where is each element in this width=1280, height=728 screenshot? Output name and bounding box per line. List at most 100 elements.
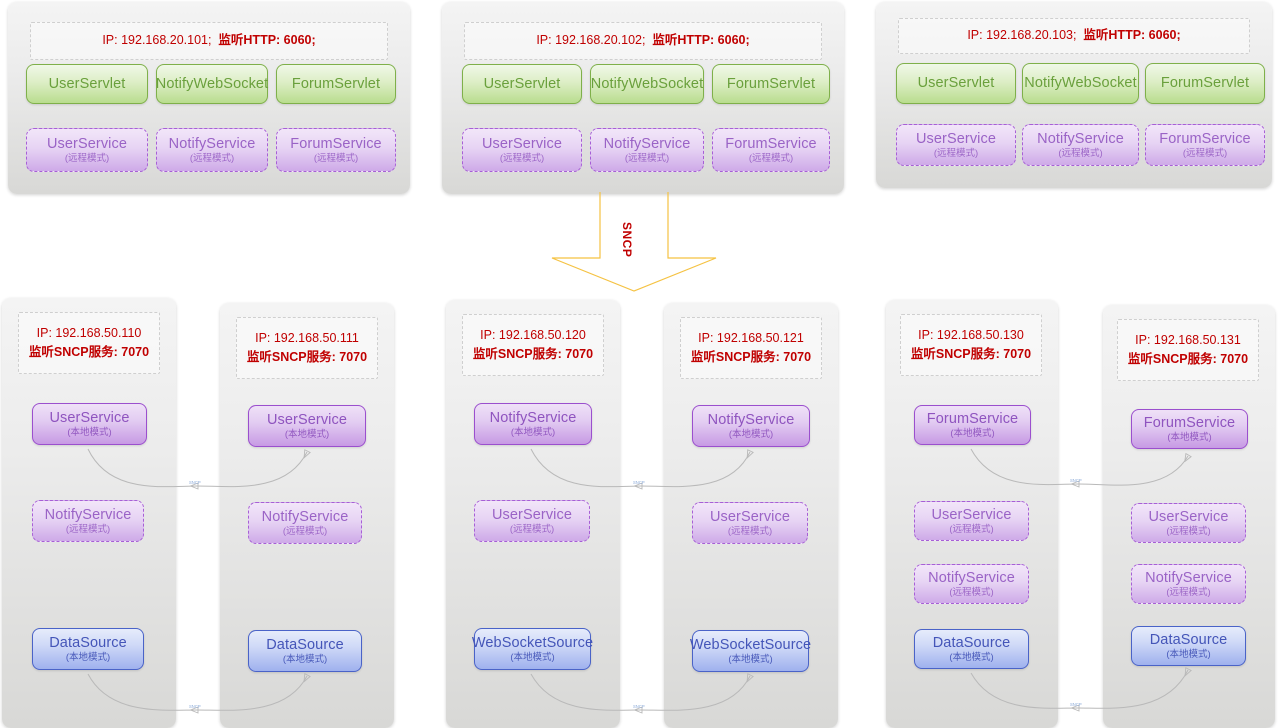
box-title: NotifyWebSocket [1024, 75, 1137, 92]
ip-line: IP: 192.168.50.110 [36, 325, 142, 340]
box-title: UserService [709, 508, 791, 525]
box-mode: (本地模式) [950, 427, 995, 439]
ip-line: IP: 192.168.50.111 [255, 330, 359, 345]
servlet-box-notifywebsocket[interactable]: NotifyWebSocket [156, 64, 268, 104]
ip-port-line: IP: 192.168.20.101; 监听HTTP: 6060; [102, 33, 316, 48]
service-box-userservice-remote[interactable]: UserService(远程模式) [896, 124, 1016, 166]
box-title: UserService [49, 409, 130, 426]
service-box-userservice-remote[interactable]: UserService(远程模式) [26, 128, 148, 172]
box-mode: (本地模式) [282, 653, 328, 665]
box-title: ForumService [290, 135, 382, 152]
box-title: UserServlet [917, 75, 995, 92]
box-mode: (远程模式) [1166, 525, 1211, 537]
web-node-ip-header-1: IP: 192.168.20.101; 监听HTTP: 6060; [30, 22, 388, 60]
box-mode: (远程模式) [509, 523, 555, 535]
service-box-notifyservice-remote[interactable]: NotifyService(远程模式) [32, 500, 144, 542]
box-title: ForumServlet [291, 75, 381, 92]
box-title: ForumServlet [1160, 75, 1250, 92]
datasource-box[interactable]: DataSource(本地模式) [1131, 626, 1246, 666]
box-mode: (远程模式) [65, 523, 111, 535]
box-title: NotifyService [707, 411, 795, 428]
box-mode: (本地模式) [510, 426, 556, 438]
port-line: 监听SNCP服务: 7070 [28, 345, 150, 359]
datasource-box[interactable]: DataSource(本地模式) [914, 629, 1029, 669]
box-title: NotifyService [928, 569, 1015, 586]
service-box-notifyservice-remote[interactable]: NotifyService(远程模式) [248, 502, 362, 544]
box-title: UserService [46, 135, 128, 152]
service-box-notifyservice-remote[interactable]: NotifyService(远程模式) [156, 128, 268, 172]
service-box-notifyservice-remote[interactable]: NotifyService(远程模式) [1022, 124, 1139, 166]
box-mode: (远程模式) [499, 152, 545, 164]
service-box-forumservice-remote[interactable]: ForumService(远程模式) [712, 128, 830, 172]
service-box-notifyservice-remote[interactable]: NotifyService(远程模式) [590, 128, 704, 172]
box-title: NotifyWebSocket [155, 75, 269, 92]
box-title: NotifyWebSocket [590, 75, 704, 92]
sncp-link-label: SNCP [189, 704, 201, 709]
box-title: ForumService [1159, 130, 1251, 147]
box-mode: (远程模式) [1182, 147, 1228, 159]
box-title: UserService [931, 506, 1012, 523]
service-box-userservice-local[interactable]: UserService(本地模式) [32, 403, 147, 445]
service-node-ip-header-1: IP: 192.168.50.110 监听SNCP服务: 7070 [18, 312, 160, 374]
box-title: NotifyService [489, 409, 577, 426]
box-title: UserService [1148, 508, 1229, 525]
service-box-userservice-local[interactable]: UserService(本地模式) [248, 405, 366, 447]
servlet-box-forumservlet[interactable]: ForumServlet [712, 64, 830, 104]
box-mode: (远程模式) [624, 152, 670, 164]
servlet-box-userservlet[interactable]: UserServlet [26, 64, 148, 104]
websocketsource-box[interactable]: WebSocketSource(本地模式) [471, 628, 594, 670]
box-title: NotifyService [44, 506, 132, 523]
box-mode: (本地模式) [949, 651, 994, 663]
service-box-notifyservice-remote[interactable]: NotifyService(远程模式) [1131, 564, 1246, 604]
service-box-forumservice-local[interactable]: ForumService(本地模式) [914, 405, 1031, 445]
service-box-userservice-remote[interactable]: UserService(远程模式) [914, 501, 1029, 541]
box-title: ForumServlet [726, 75, 816, 92]
box-title: WebSocketSource [471, 634, 594, 651]
service-node-ip-header-5: IP: 192.168.50.130 监听SNCP服务: 7070 [900, 314, 1042, 376]
ip-line: IP: 192.168.50.131 [1135, 332, 1241, 347]
service-box-forumservice-local[interactable]: ForumService(本地模式) [1131, 409, 1248, 449]
box-mode: (远程模式) [727, 525, 773, 537]
sncp-link-label: SNCP [633, 480, 645, 485]
datasource-box[interactable]: DataSource(本地模式) [248, 630, 362, 672]
servlet-box-notifywebsocket[interactable]: NotifyWebSocket [590, 64, 704, 104]
box-title: UserServlet [48, 75, 126, 92]
sncp-link-label: SNCP [633, 704, 645, 709]
port-line: 监听SNCP服务: 7070 [910, 347, 1032, 361]
box-title: NotifyService [168, 135, 256, 152]
service-box-forumservice-remote[interactable]: ForumService(远程模式) [276, 128, 396, 172]
service-node-ip-header-3: IP: 192.168.50.120 监听SNCP服务: 7070 [462, 314, 604, 376]
box-mode: (远程模式) [1058, 147, 1103, 159]
servlet-box-userservlet[interactable]: UserServlet [896, 63, 1016, 104]
service-box-notifyservice-remote[interactable]: NotifyService(远程模式) [914, 564, 1029, 604]
servlet-box-forumservlet[interactable]: ForumServlet [1145, 63, 1265, 104]
box-title: UserService [915, 130, 997, 147]
service-box-userservice-remote[interactable]: UserService(远程模式) [462, 128, 582, 172]
datasource-box[interactable]: DataSource(本地模式) [32, 628, 144, 670]
service-box-forumservice-remote[interactable]: ForumService(远程模式) [1145, 124, 1265, 166]
ip-line: IP: 192.168.50.130 [918, 327, 1024, 342]
servlet-box-forumservlet[interactable]: ForumServlet [276, 64, 396, 104]
box-mode: (远程模式) [189, 152, 235, 164]
service-node-ip-header-2: IP: 192.168.50.111 监听SNCP服务: 7070 [236, 317, 378, 379]
box-title: UserService [491, 506, 573, 523]
box-title: ForumService [725, 135, 817, 152]
ip-port-line: IP: 192.168.20.103; 监听HTTP: 6060; [967, 28, 1181, 43]
box-title: UserService [266, 411, 348, 428]
sncp-protocol-label: SNCP [620, 222, 634, 258]
service-box-userservice-remote[interactable]: UserService(远程模式) [474, 500, 590, 542]
ip-port-line: IP: 192.168.20.102; 监听HTTP: 6060; [536, 33, 750, 48]
service-box-notifyservice-local[interactable]: NotifyService(本地模式) [692, 405, 810, 447]
box-title: DataSource [49, 634, 127, 651]
box-mode: (本地模式) [728, 428, 774, 440]
service-box-userservice-remote[interactable]: UserService(远程模式) [692, 502, 808, 544]
servlet-box-userservlet[interactable]: UserServlet [462, 64, 582, 104]
port-line: 监听SNCP服务: 7070 [246, 350, 368, 364]
box-title: UserService [481, 135, 563, 152]
servlet-box-notifywebsocket[interactable]: NotifyWebSocket [1022, 63, 1139, 104]
box-title: WebSocketSource [689, 636, 812, 653]
service-box-userservice-remote[interactable]: UserService(远程模式) [1131, 503, 1246, 543]
box-title: NotifyService [1037, 130, 1124, 147]
service-box-notifyservice-local[interactable]: NotifyService(本地模式) [474, 403, 592, 445]
websocketsource-box[interactable]: WebSocketSource(本地模式) [689, 630, 812, 672]
